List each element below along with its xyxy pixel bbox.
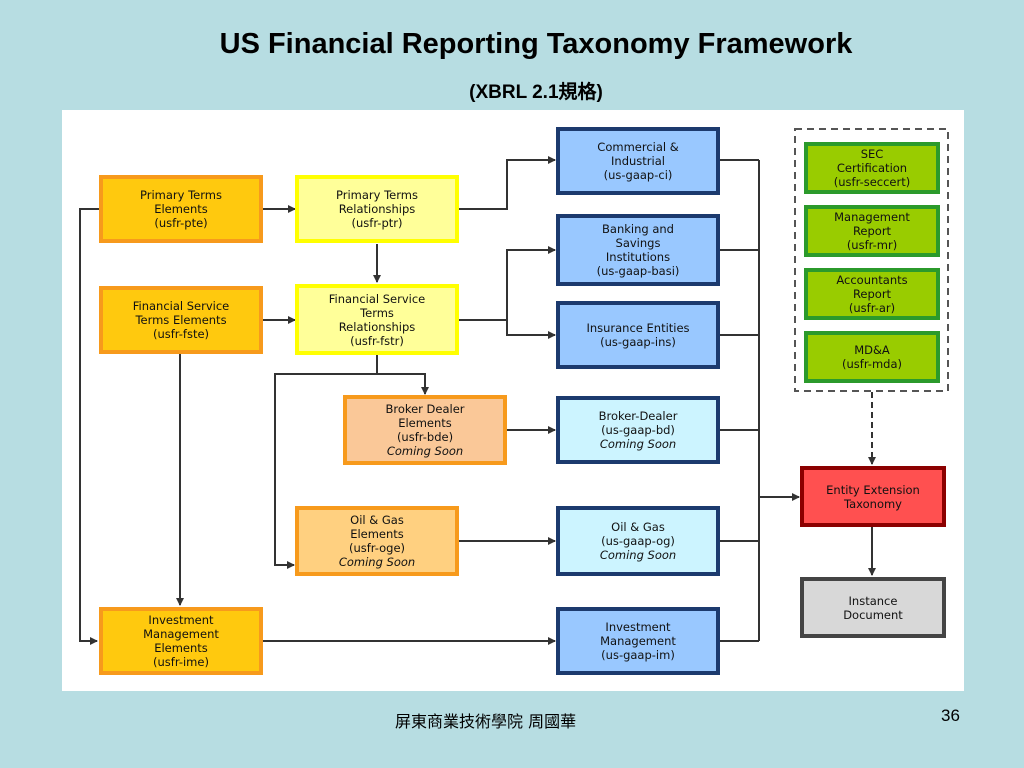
reports-group-dashed-frame	[794, 128, 949, 392]
arrow-fstr-to-basi	[506, 246, 556, 320]
slide-subtitle: (XBRL 2.1規格)	[469, 82, 603, 103]
connector-fstr-rail	[274, 355, 378, 569]
box-insurance-entities: Insurance Entities(us-gaap-ins)	[556, 301, 720, 369]
box-oil-gas-gaap: Oil & Gas(us-gaap-og)Coming Soon	[556, 506, 720, 576]
arrow-pte-to-ime	[79, 208, 99, 645]
box-broker-dealer-gaap: Broker-Dealer(us-gaap-bd)Coming Soon	[556, 396, 720, 464]
arrow-fstr-to-bde	[377, 373, 429, 395]
page-number: 36	[941, 706, 960, 725]
connector-lines	[79, 128, 949, 645]
box-commercial-industrial: Commercial &Industrial(us-gaap-ci)	[556, 127, 720, 195]
slide-title: US Financial Reporting Taxonomy Framewor…	[219, 28, 853, 60]
arrow-ptr-to-ci	[459, 156, 556, 210]
box-md-and-a: MD&A(usfr-mda)	[804, 331, 940, 383]
footer-author: 屏東商業技術學院 周國華	[395, 712, 577, 731]
arrow-fstr-to-ins	[506, 320, 556, 339]
